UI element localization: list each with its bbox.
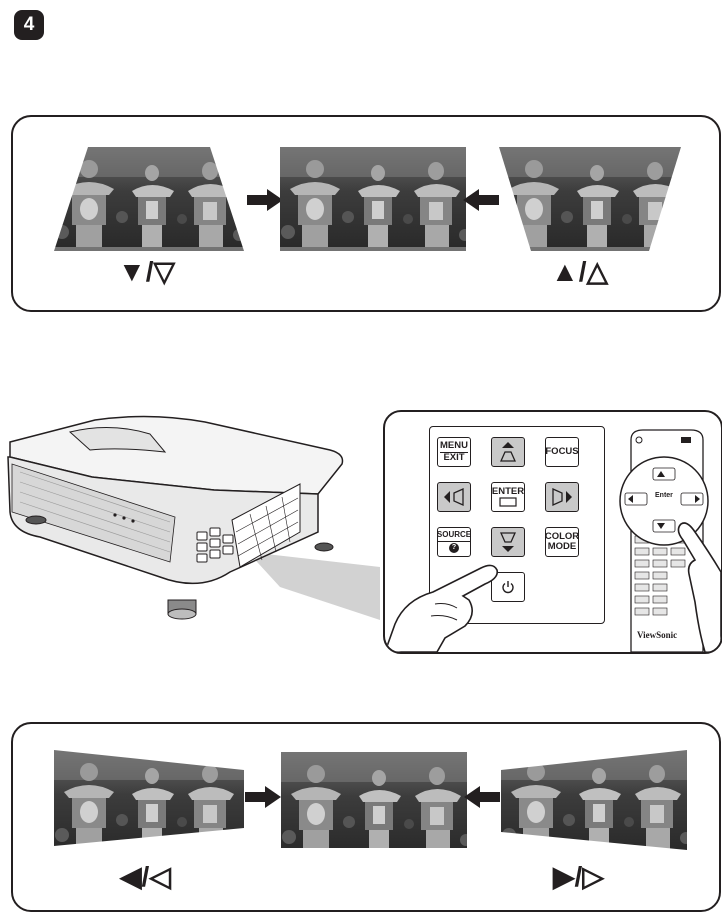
keystone-down-label: ▼/▽: [118, 255, 175, 288]
arrow-right-icon: [247, 189, 283, 211]
keystone-up-symbol: ▲/△: [551, 255, 608, 288]
keystone-right-tall-image: [54, 750, 244, 846]
keystone-left-tall-image: [501, 750, 687, 850]
exit-key-label: EXIT: [443, 453, 464, 463]
keystone-right-symbol: ▶/▷: [553, 860, 604, 893]
keystone-up-icon: [497, 441, 519, 463]
keystone-down-symbol: ▼/▽: [118, 255, 175, 288]
vertical-keystone-panel: ▼/▽ ▲/△: [11, 115, 721, 312]
light-beam: [248, 552, 380, 620]
focus-key-label: FOCUS: [545, 447, 578, 457]
keystone-up-label: ▲/△: [551, 255, 608, 288]
focus-key[interactable]: FOCUS: [545, 437, 579, 467]
keystone-up-key[interactable]: [491, 437, 525, 467]
step-number-badge: 4: [14, 10, 44, 40]
keystone-top-wide-image: [54, 147, 244, 251]
enter-frame-icon: [499, 497, 517, 507]
color-mode-key[interactable]: COLOR MODE: [545, 527, 579, 557]
keystone-bottom-wide-image: [499, 147, 681, 251]
remote-pointing-hand-icon: [665, 512, 721, 652]
keystone-right-icon: [551, 487, 573, 507]
keystone-right-label: ▶/▷: [553, 860, 604, 893]
arrow-left-icon: [464, 786, 500, 808]
keystone-left-symbol: ◀/◁: [120, 860, 171, 893]
menu-exit-key[interactable]: MENU EXIT: [437, 437, 471, 467]
pointing-hand-icon: [385, 538, 525, 652]
horizontal-keystone-panel: ◀/◁ ▶/▷: [11, 722, 721, 912]
keypad-callout-panel: MENU EXIT FOCUS ENTER: [383, 410, 722, 654]
step-number: 4: [24, 14, 35, 36]
mode-key-label: MODE: [548, 542, 577, 552]
arrow-right-icon: [245, 786, 281, 808]
corrected-image: [280, 147, 466, 251]
keystone-left-icon: [443, 487, 465, 507]
arrow-left-icon: [463, 189, 499, 211]
remote-enter-label: Enter: [655, 492, 673, 499]
enter-key-label: ENTER: [492, 487, 524, 497]
enter-key[interactable]: ENTER: [491, 482, 525, 512]
keystone-left-label: ◀/◁: [120, 860, 171, 893]
keystone-right-key[interactable]: [545, 482, 579, 512]
corrected-image: [281, 752, 467, 848]
projector-illustration: [0, 402, 380, 632]
keystone-left-key[interactable]: [437, 482, 471, 512]
